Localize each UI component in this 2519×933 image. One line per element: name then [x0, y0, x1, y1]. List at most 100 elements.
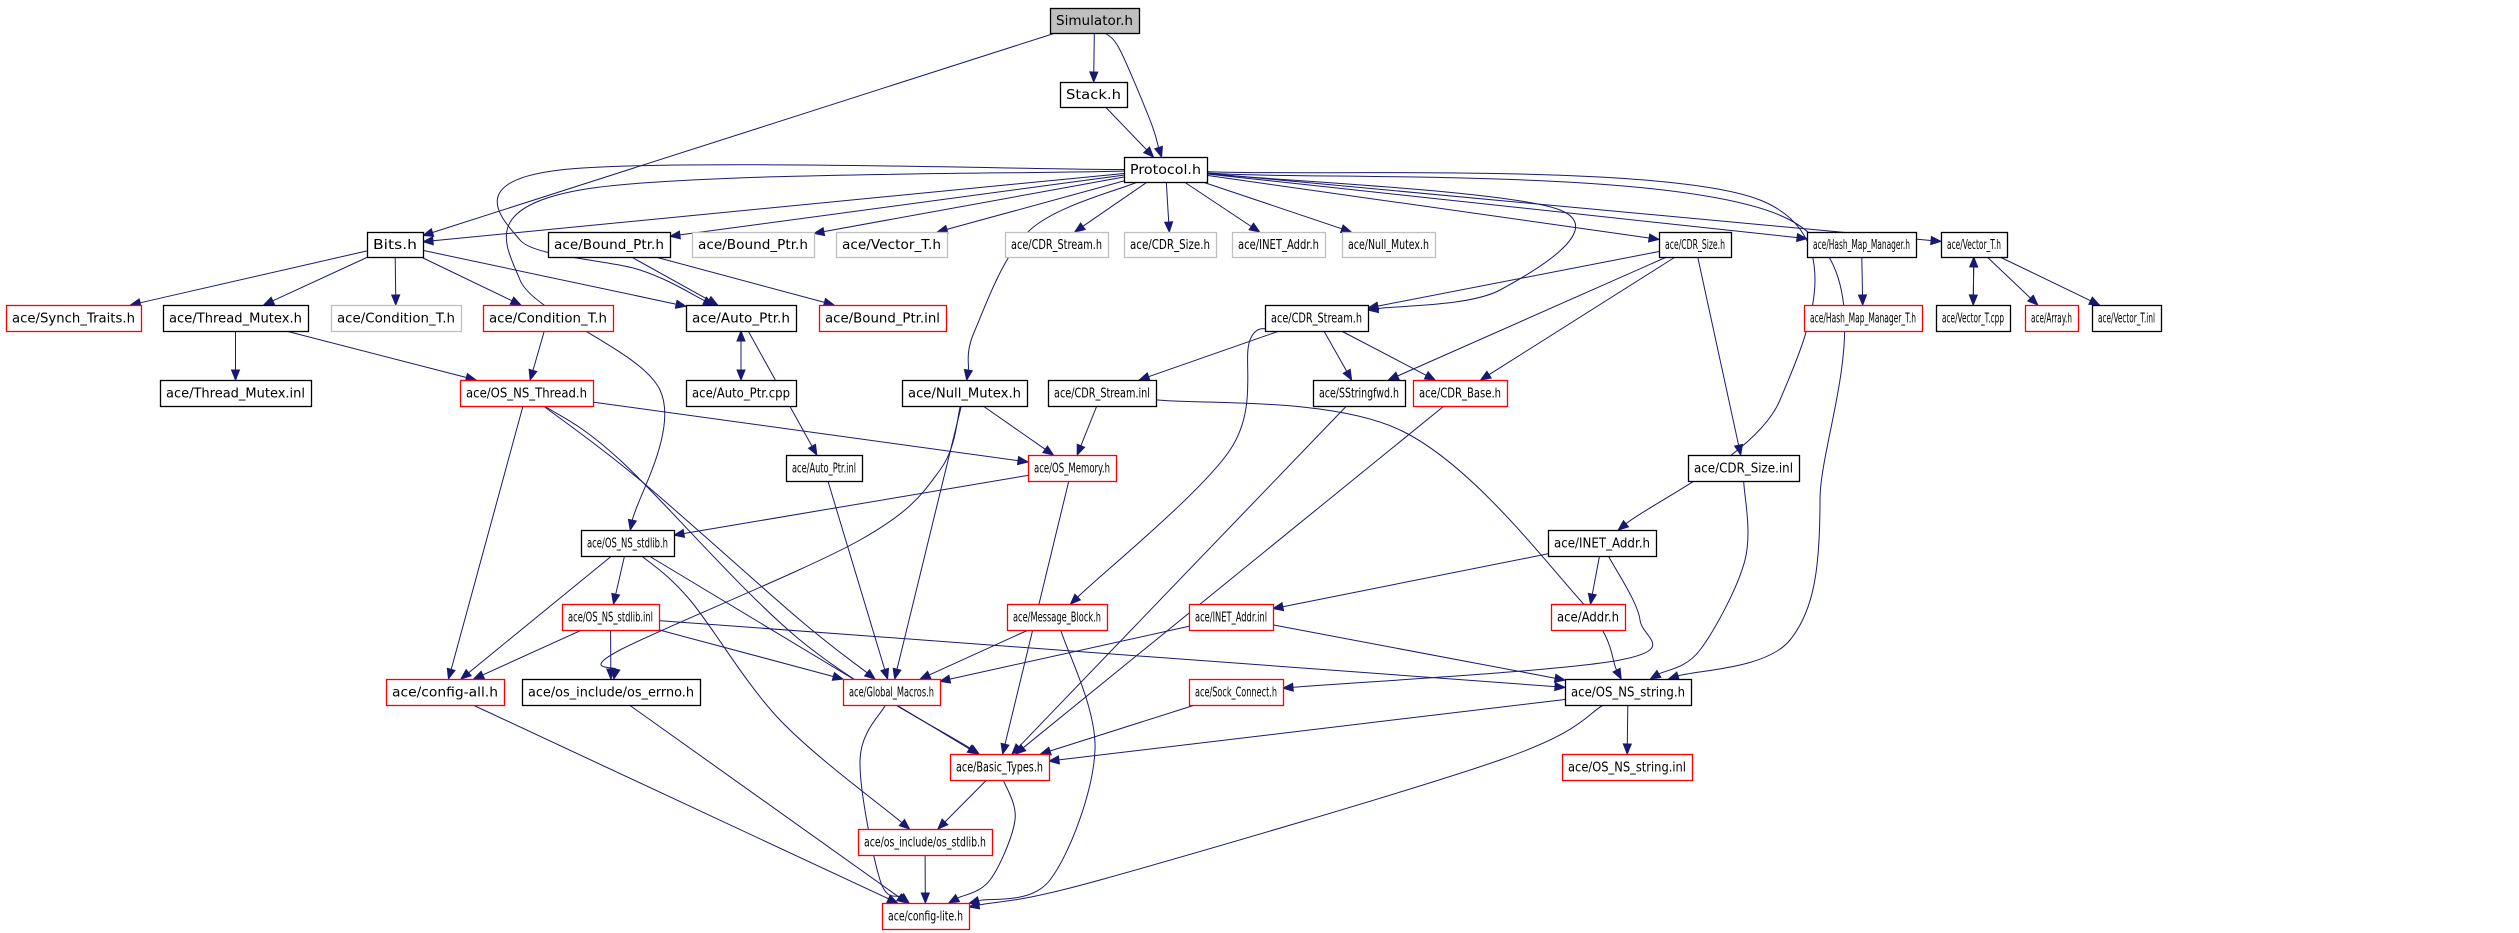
arrowhead-icon: [1073, 222, 1087, 233]
node-sstringfwd-h[interactable]: ace/SStringfwd.h: [1312, 379, 1407, 408]
node-vector-t-inl[interactable]: ace/Vector_T.inl: [2091, 304, 2163, 333]
node-box: [1658, 231, 1733, 259]
node-sock-connect-h[interactable]: ace/Sock_Connect.h: [1188, 678, 1285, 707]
edge-os_ns_stdlib_inl-to-os_ns_string_h: [658, 620, 1567, 692]
edge-thread_mutex_h-to-os_ns_thread_h: [285, 330, 478, 382]
node-array-h[interactable]: ace/Array.h: [2024, 304, 2080, 333]
node-cdr-stream-h[interactable]: ace/CDR_Stream.h: [1264, 304, 1370, 333]
arrowhead-icon: [1000, 742, 1010, 756]
node-os-errno-h[interactable]: ace/os_include/os_errno.h: [521, 678, 702, 707]
node-bound-ptr-h[interactable]: ace/Bound_Ptr.h: [547, 231, 672, 259]
node-inet-addr-h[interactable]: ace/INET_Addr.h: [1547, 529, 1658, 558]
node-cdr-size-inl[interactable]: ace/CDR_Size.inl: [1687, 454, 1801, 483]
node-box: [1188, 603, 1275, 632]
node-box: [1564, 678, 1693, 707]
node-box: [1027, 454, 1118, 483]
node-simulator[interactable]: Simulator.h: [1049, 7, 1141, 35]
node-box: [547, 231, 672, 259]
node-thread-mutex-h[interactable]: ace/Thread_Mutex.h: [162, 304, 310, 333]
edge-line: [1323, 330, 1348, 372]
arrowhead-icon: [674, 299, 688, 309]
node-global-macros-h[interactable]: ace/Global_Macros.h: [842, 678, 942, 707]
node-os-stdlib-h[interactable]: ace/os_include/os_stdlib.h: [857, 828, 994, 857]
node-cdr-base-h[interactable]: ace/CDR_Base.h: [1412, 379, 1509, 408]
edge-hash_map_manager_h-to-hash_map_manager_t_h: [1857, 256, 1868, 307]
node-box: [159, 379, 313, 408]
node-inet-addr-inl[interactable]: ace/INET_Addr.inl: [1188, 603, 1275, 632]
node-null-mutex-h[interactable]: ace/Null_Mutex.h: [901, 379, 1029, 408]
node-label: Simulator.h: [1056, 14, 1133, 29]
node-label: ace/Hash_Map_Manager_T.h: [1810, 312, 1916, 327]
edge-line: [1861, 256, 1863, 296]
node-stack[interactable]: Stack.h: [1059, 81, 1129, 109]
node-config-all-h[interactable]: ace/config-all.h: [385, 678, 506, 707]
node-box: [1550, 603, 1627, 632]
node-label: ace/Null_Mutex.h: [908, 387, 1021, 402]
node-condition-t-h[interactable]: ace/Condition_T.h: [482, 304, 615, 333]
arrowhead-icon: [1733, 443, 1744, 457]
arrowhead-icon: [918, 670, 932, 680]
node-label: ace/OS_NS_Thread.h: [466, 387, 587, 402]
node-bound-ptr-inl[interactable]: ace/Bound_Ptr.inl: [818, 304, 948, 333]
node-box: [366, 231, 425, 259]
node-hash-map-manager-t-h[interactable]: ace/Hash_Map_Manager_T.h: [1803, 304, 1924, 333]
arrowhead-icon: [2088, 296, 2101, 306]
node-cdr-size-h[interactable]: ace/CDR_Size.h: [1658, 231, 1733, 259]
edge-cdr_base_h-to-basic_types_h: [1014, 405, 1445, 755]
node-vector-t-cpp[interactable]: ace/Vector_T.cpp: [1935, 304, 2012, 333]
arrowhead-icon: [736, 329, 746, 342]
node-os-ns-string-h[interactable]: ace/OS_NS_string.h: [1564, 678, 1693, 707]
node-vector-t-h-ext: ace/Vector_T.h: [835, 231, 949, 259]
node-protocol[interactable]: Protocol.h: [1123, 156, 1209, 184]
edge-line: [1184, 181, 1252, 227]
edge-line: [1282, 553, 1549, 608]
node-os-ns-string-inl[interactable]: ace/OS_NS_string.inl: [1561, 753, 1694, 782]
node-config-lite-h[interactable]: ace/config-lite.h: [881, 902, 971, 931]
node-box: [561, 603, 661, 632]
arrowhead-icon: [1153, 145, 1163, 159]
node-os-memory-h[interactable]: ace/OS_Memory.h: [1027, 454, 1118, 483]
edge-line: [1022, 405, 1445, 749]
node-box: [881, 902, 971, 931]
node-label: ace/Addr.h: [1557, 611, 1619, 626]
arrowhead-icon: [1587, 592, 1598, 606]
node-addr-h[interactable]: ace/Addr.h: [1550, 603, 1627, 632]
node-box: [1687, 454, 1801, 483]
node-vector-t-h[interactable]: ace/Vector_T.h: [1940, 231, 2009, 259]
node-inet-addr-h-ext: ace/INET_Addr.h: [1231, 231, 1327, 259]
arrowhead-icon: [880, 667, 890, 681]
edge-basic_types_h-to-os_stdlib_h: [936, 779, 987, 830]
edge-line: [1999, 256, 2091, 302]
node-bits[interactable]: Bits.h: [366, 231, 425, 259]
edge-os_ns_stdlib_h-to-os_stdlib_h: [641, 555, 911, 830]
node-os-ns-thread-h[interactable]: ace/OS_NS_Thread.h: [459, 379, 595, 408]
edge-bits-to-condition_t_h: [420, 256, 523, 306]
node-thread-mutex-inl[interactable]: ace/Thread_Mutex.inl: [159, 379, 313, 408]
node-os-ns-stdlib-inl[interactable]: ace/OS_NS_stdlib.inl: [561, 603, 661, 632]
node-hash-map-manager-h[interactable]: ace/Hash_Map_Manager.h: [1806, 231, 1918, 259]
edge-line: [658, 629, 834, 677]
arrowhead-icon: [1039, 746, 1052, 756]
node-auto-ptr-inl[interactable]: ace/Auto_Ptr.inl: [785, 454, 864, 483]
edge-cdr_size_inl-to-os_ns_string_h: [1649, 480, 1749, 680]
node-os-ns-stdlib-h[interactable]: ace/OS_NS_stdlib.h: [580, 529, 676, 558]
edge-line: [432, 32, 1056, 233]
edge-os_ns_string_h-to-basic_types_h: [1047, 699, 1566, 765]
node-condition-t-h-ext: ace/Condition_T.h: [330, 304, 463, 333]
edge-line: [1206, 174, 1650, 239]
node-auto-ptr-cpp[interactable]: ace/Auto_Ptr.cpp: [685, 379, 798, 408]
edge-line: [432, 173, 1125, 242]
edge-cdr_stream_inl-to-os_memory_h: [1076, 405, 1098, 457]
node-box: [1341, 231, 1437, 259]
node-box: [385, 678, 506, 707]
arrowhead-icon: [706, 295, 719, 306]
edge-bits-to-synch_traits_h: [129, 250, 368, 308]
node-cdr-stream-inl[interactable]: ace/CDR_Stream.inl: [1047, 379, 1158, 408]
node-label: ace/Vector_T.cpp: [1942, 312, 2004, 327]
edge-line: [1377, 251, 1660, 307]
arrowhead-icon: [509, 296, 523, 306]
node-auto-ptr-h[interactable]: ace/Auto_Ptr.h: [685, 304, 798, 333]
node-message-block-h[interactable]: ace/Message_Block.h: [1006, 603, 1109, 632]
node-basic-types-h[interactable]: ace/Basic_Types.h: [949, 753, 1051, 782]
node-synch-traits-h[interactable]: ace/Synch_Traits.h: [5, 304, 143, 333]
